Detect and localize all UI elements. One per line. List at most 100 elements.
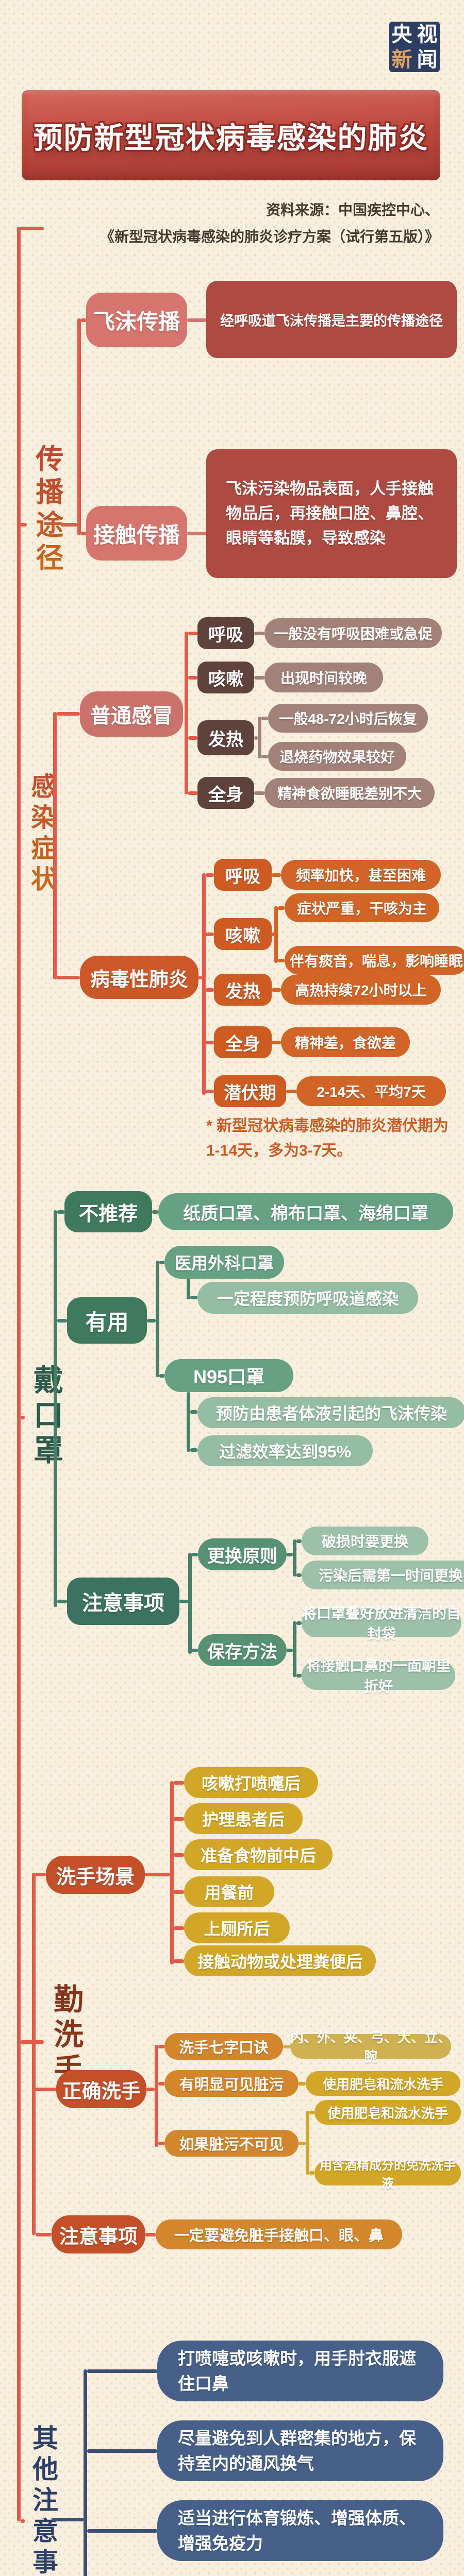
cold-breath-key: 呼吸 [197, 617, 254, 649]
mask-storage-desc1: 将口罩叠好放进清洁的自封袋 [302, 1605, 461, 1642]
incubation-note: * 新型冠状病毒感染的肺炎潜伏期为1-14天，多为3-7天。 [206, 1117, 449, 1159]
logo-char: 闻 [417, 48, 438, 71]
connector-line [179, 1600, 188, 1603]
connector-line [254, 632, 264, 635]
cold-breath-desc: 一般没有呼吸困难或急促 [264, 618, 442, 648]
connector-line [61, 523, 77, 527]
connector-line [206, 988, 214, 992]
section-label-others: 其他注意事项 [25, 2425, 62, 2576]
connector-line [206, 933, 214, 936]
logo-char: 央 [391, 23, 412, 46]
connector-line [198, 976, 202, 979]
connector-line [57, 976, 80, 979]
connector-line [57, 1319, 67, 1323]
connector-line [258, 717, 261, 758]
mask-storage-label: 保存方法 [198, 1634, 287, 1666]
surgical-mask-desc: 一定程度预防呼吸道感染 [197, 1282, 418, 1314]
viral-pneumonia-label: 病毒性肺炎 [80, 956, 198, 999]
handwash-invisible-desc2: 用含酒精成分的免洗洗手液 [314, 2159, 461, 2191]
cold-fever-desc1: 一般48-72小时后恢复 [268, 704, 428, 733]
connector-line [36, 2233, 52, 2236]
connector-line [145, 2233, 156, 2236]
connector-line [32, 1873, 36, 2235]
pneumonia-body-key: 全身 [214, 1026, 272, 1058]
connector-line [174, 1959, 184, 1963]
connector-line [261, 755, 268, 758]
connector-line [192, 1553, 198, 1556]
section-label-transmission: 传播途径 [27, 444, 68, 576]
connector-line [81, 318, 86, 322]
n95-mask-desc2: 过滤效率达到95% [197, 1435, 373, 1466]
connector-line [187, 1279, 190, 1299]
connector-line [158, 2082, 164, 2086]
title-banner: 预防新型冠状病毒感染的肺炎 [22, 90, 440, 180]
connector-line [81, 532, 86, 535]
handwash-scenes-label: 洗手场景 [46, 1856, 145, 1894]
source-line2: 《新型冠状病毒感染的肺炎诊疗方案（试行第五版）》 [100, 228, 439, 245]
connector-line [306, 2111, 309, 2175]
handwash-notes-label: 注意事项 [52, 2215, 145, 2253]
common-cold-label: 普通感冒 [80, 691, 183, 737]
section-label-mask: 戴口罩 [24, 1364, 67, 1469]
connector-line [206, 1041, 214, 1044]
connector-line [152, 1210, 158, 1214]
connector-line [272, 988, 281, 992]
droplet-transmission-desc: 经呼吸道飞沫传播是主要的传播途径 [206, 281, 457, 358]
connector-line [299, 2082, 306, 2086]
page-title: 预防新型冠状病毒感染的肺炎 [33, 121, 429, 155]
connector-line [254, 676, 264, 680]
scene-item: 接触动物或处理粪便后 [184, 1945, 376, 1976]
connector-line [187, 532, 206, 535]
connector-line [188, 676, 197, 680]
connector-line [296, 1539, 302, 1543]
connector-line [87, 2529, 157, 2533]
pneumonia-cough-key: 咳嗽 [214, 918, 272, 950]
connector-line [190, 1448, 197, 1452]
connector-line [206, 1090, 214, 1093]
connector-line [272, 873, 281, 877]
connector-line [170, 1781, 174, 1964]
connector-line [174, 1890, 184, 1894]
connector-line [287, 1553, 293, 1556]
connector-line [190, 1410, 197, 1414]
connector-line [146, 2088, 155, 2091]
tree-spine [17, 227, 21, 2521]
connector-line [87, 2369, 157, 2373]
connector-line [272, 1041, 281, 1044]
pneumonia-body-desc: 精神差，食欲差 [281, 1027, 410, 1057]
connector-line [188, 736, 197, 740]
connector-line [77, 318, 81, 535]
scene-item: 上厕所后 [184, 1912, 290, 1943]
connector-line [57, 1210, 64, 1214]
connector-line [192, 1649, 198, 1652]
scene-item: 咳嗽打喷嚏后 [184, 1767, 318, 1798]
connector-line [174, 1781, 184, 1785]
scene-item: 护理患者后 [184, 1803, 303, 1834]
handwash-invisible-label: 如果脏污不可见 [164, 2130, 299, 2157]
mask-notes-label: 注意事项 [67, 1578, 179, 1625]
handwash-correct-label: 正确洗手 [56, 2070, 146, 2108]
connector-line [188, 791, 197, 795]
connector-line [206, 873, 214, 877]
cold-body-key: 全身 [197, 777, 254, 809]
pneumonia-fever-key: 发热 [214, 974, 272, 1006]
connector-line [254, 791, 264, 795]
handwash-visible-desc: 使用肥皂和流水洗手 [306, 2071, 460, 2096]
connector-line [296, 1674, 302, 1677]
connector-line [174, 1817, 184, 1821]
connector-line [187, 318, 206, 322]
connector-line [190, 1296, 197, 1299]
connector-line [188, 632, 197, 635]
connector-line [57, 712, 80, 716]
cold-cough-desc: 出现时间较晚 [264, 663, 383, 692]
connector-line [36, 1873, 46, 1876]
pneumonia-fever-desc: 高热持续72小时以上 [281, 975, 441, 1005]
pneumonia-breath-key: 呼吸 [214, 859, 272, 891]
mask-not-recommended-desc: 纸质口罩、棉布口罩、海绵口罩 [158, 1193, 453, 1230]
connector-line [293, 1621, 296, 1677]
connector-line [187, 1392, 190, 1452]
connector-line [309, 2171, 314, 2175]
connector-line [158, 2045, 164, 2048]
handwash-formula-desc: 内、外、夹、弓、大、立、腕 [290, 2030, 452, 2064]
